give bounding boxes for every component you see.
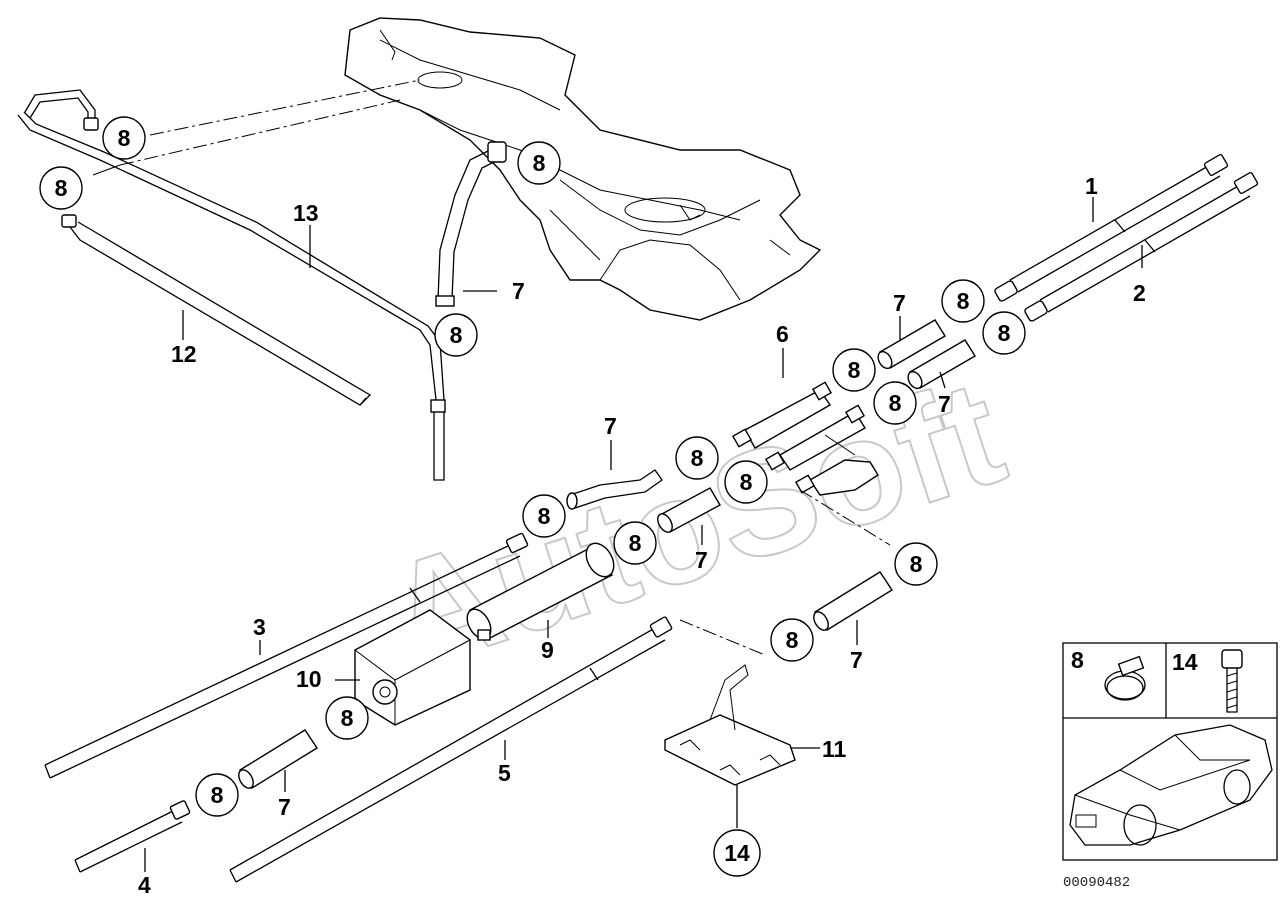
pipe-1 [994,153,1229,302]
svg-text:8: 8 [910,551,923,577]
callout-2: 2 [1133,280,1146,306]
svg-text:8: 8 [450,322,463,348]
drawing-code: 00090482 [1063,875,1130,891]
legend-label-bolt: 14 [1172,649,1198,675]
circled-callout-8: 8 [894,542,938,586]
pipe-13 [17,89,446,481]
pipe-2 [1024,171,1259,322]
hose-7-lower-right [813,571,893,631]
mount-11 [664,664,796,786]
callout-7-lower-left: 7 [278,794,291,820]
callout-7-lower-right: 7 [850,647,863,673]
legend-box: 8 14 [1062,642,1278,861]
circled-callout-14: 14 [713,829,761,877]
fuel-tank [344,17,822,321]
callout-7-center: 7 [695,547,708,573]
circled-callout-8: 8 [434,313,478,357]
svg-text:8: 8 [998,320,1011,346]
callout-6: 6 [776,321,789,347]
callout-5: 5 [498,760,511,786]
hose-7-right-a [877,319,946,370]
callout-13: 13 [293,200,319,226]
svg-text:14: 14 [724,840,750,866]
circled-callout-8: 8 [873,381,917,425]
callout-3: 3 [253,614,266,640]
circled-callout-8: 8 [39,166,83,210]
circled-callout-8: 8 [102,116,146,160]
manifold-6 [731,381,879,496]
svg-text:8: 8 [629,530,642,556]
svg-text:8: 8 [786,627,799,653]
svg-text:8: 8 [55,175,68,201]
svg-text:8: 8 [957,288,970,314]
callout-9: 9 [541,637,554,663]
car-outline-icon [1069,724,1273,846]
svg-text:8: 8 [691,445,704,471]
hose-7-lower-left [238,729,318,789]
circled-callout-8: 8 [724,460,768,504]
callout-7-right-b: 7 [938,391,951,417]
bracket-10 [354,609,471,726]
circled-callout-8: 8 [675,436,719,480]
svg-text:8: 8 [740,469,753,495]
filter-9 [466,542,615,641]
pipe-12 [61,214,372,406]
callout-7-center-top: 7 [604,413,617,439]
bolt-icon [1221,649,1243,713]
svg-text:8: 8 [211,782,224,808]
callout-12: 12 [171,341,197,367]
hose-clamp-icon [1104,655,1146,701]
circled-callout-8: 8 [517,141,561,185]
callout-1: 1 [1085,173,1098,199]
callout-10: 10 [296,666,322,692]
hose-7-center-curve [566,469,663,510]
hose-7-right-b [907,339,976,390]
svg-text:8: 8 [533,150,546,176]
pipe-5 [229,616,673,883]
circled-callout-8: 8 [325,696,369,740]
legend-label-clamp: 8 [1071,647,1084,673]
circled-callout-8: 8 [832,348,876,392]
callout-7-right-a: 7 [893,290,906,316]
hose-7-center [657,487,721,533]
callout-7-tank: 7 [512,278,525,304]
circled-callout-8: 8 [770,618,814,662]
callout-11: 11 [822,736,847,762]
circled-callout-8: 8 [941,279,985,323]
circled-callout-8: 8 [195,773,239,817]
svg-text:8: 8 [889,390,902,416]
svg-text:8: 8 [538,503,551,529]
svg-text:8: 8 [341,705,354,731]
circled-callout-8: 8 [982,311,1026,355]
circled-callout-8: 8 [522,494,566,538]
circled-callout-8: 8 [613,521,657,565]
pipe-3 [44,532,529,779]
hose-7-upper [435,141,507,307]
svg-text:8: 8 [118,125,131,151]
svg-text:8: 8 [848,357,861,383]
pipe-4 [74,800,191,873]
callout-4: 4 [138,872,151,898]
leader-lines [144,197,1143,872]
